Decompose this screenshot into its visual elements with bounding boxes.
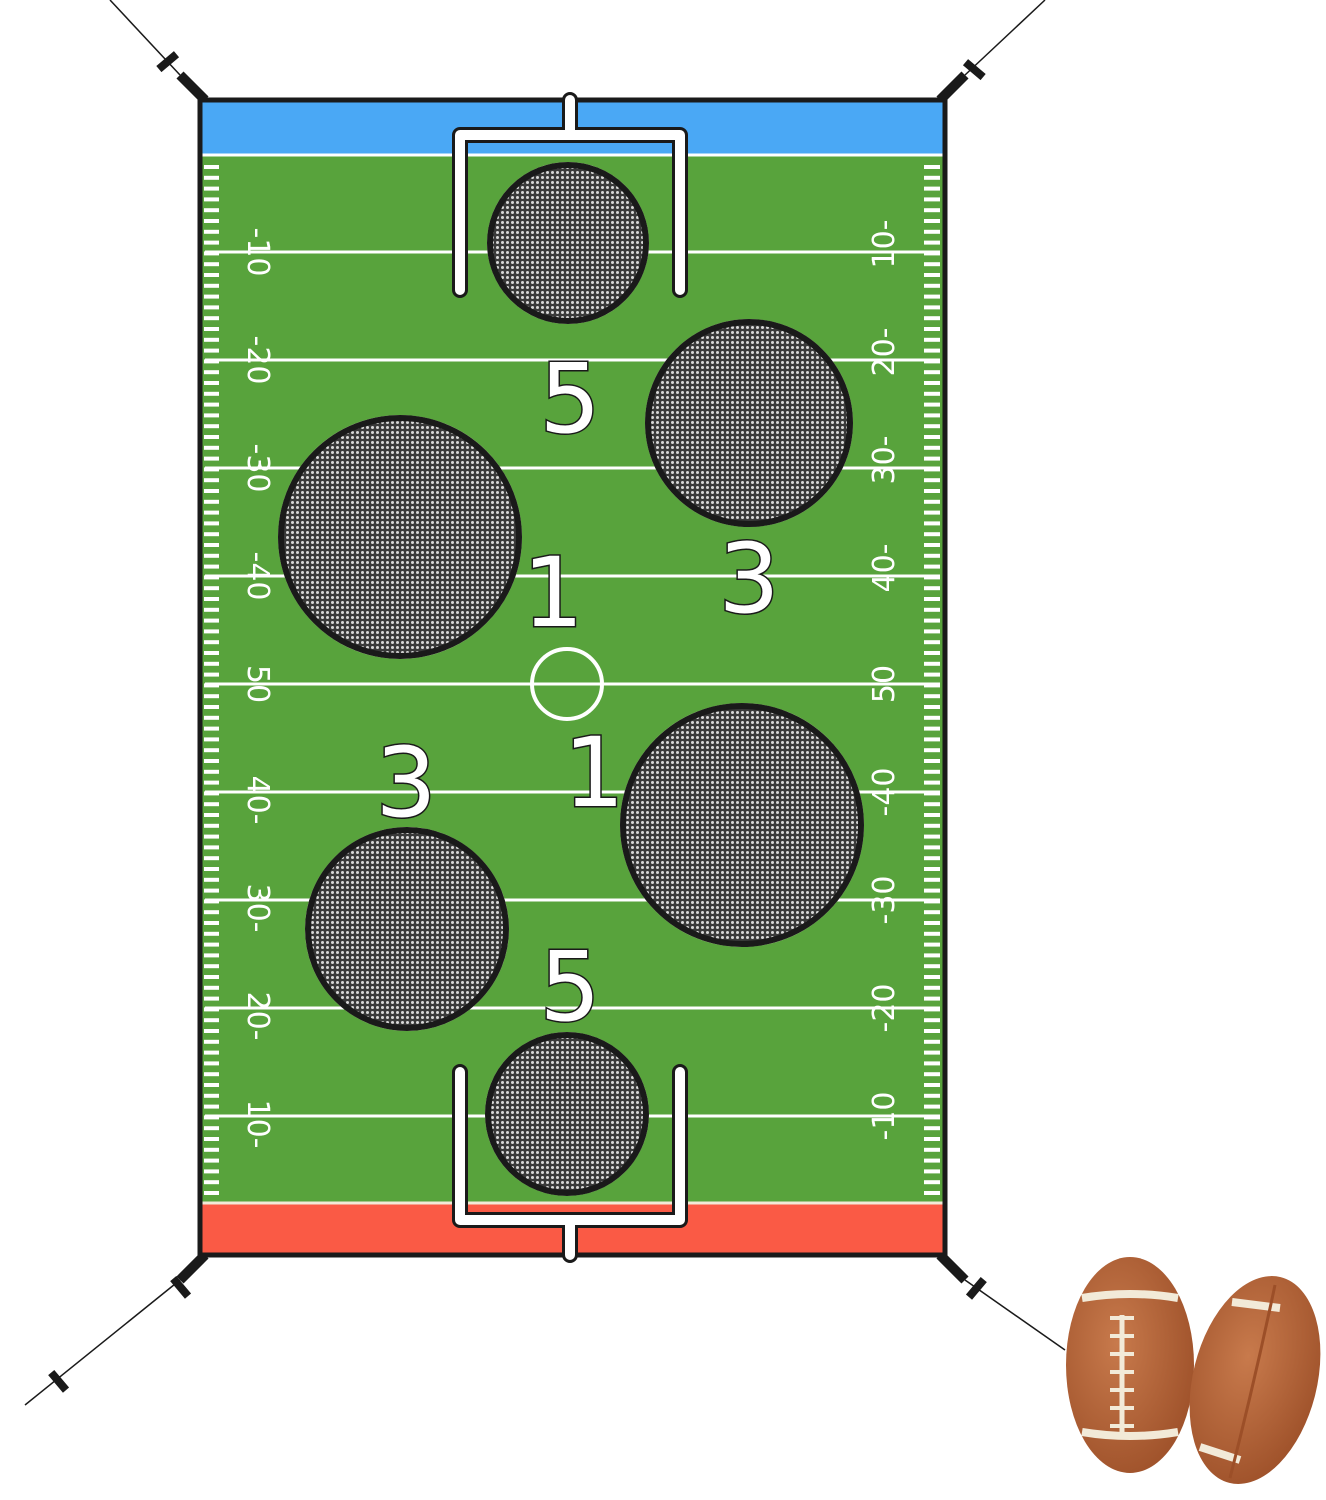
yard-number: -30	[240, 444, 275, 493]
target-hole-top-goal[interactable]	[487, 162, 649, 324]
yard-number: 40-	[867, 544, 902, 593]
yard-number: -20	[240, 336, 275, 385]
points-label-bottom-goal: 5	[539, 931, 600, 1043]
hash-marks-right	[924, 165, 940, 1195]
corner-cords	[24, 0, 1066, 1406]
points-label-upper-left: 1	[522, 537, 583, 649]
yard-number: -40	[867, 768, 902, 817]
points-label-upper-right: 3	[718, 523, 779, 635]
target-hole-lower-left[interactable]	[305, 827, 509, 1031]
center-circle	[530, 647, 604, 721]
yard-number: 40-	[240, 776, 275, 825]
football-icon	[1189, 1276, 1321, 1484]
yard-number: 30-	[867, 436, 902, 485]
yard-number: 10-	[867, 220, 902, 269]
yard-number: -30	[867, 876, 902, 925]
bottom-goalpost	[452, 1064, 688, 1263]
yard-number: -10	[867, 1092, 902, 1141]
yard-numbers-right: 10- 20- 30- 40- 50 -40 -30 -20 -10	[867, 220, 902, 1141]
target-hole-lower-right[interactable]	[620, 703, 864, 947]
target-holes	[278, 162, 864, 1196]
yard-number: -10	[240, 228, 275, 277]
yard-number: 30-	[240, 884, 275, 933]
yard-number: -20	[867, 984, 902, 1033]
target-hole-upper-right[interactable]	[645, 319, 853, 527]
yard-number: 50	[240, 665, 275, 703]
yard-number: 20-	[240, 992, 275, 1041]
points-label-lower-left: 3	[375, 727, 436, 839]
yard-number: 20-	[867, 328, 902, 377]
football-icon	[1066, 1257, 1194, 1473]
yard-numbers-left: -10 -20 -30 -40 50 40- 30- 20- 10-	[240, 228, 275, 1149]
point-labels: 5 3 1 1 3 5	[374, 342, 781, 1045]
points-label-top-goal: 5	[539, 343, 600, 455]
points-label-lower-right: 1	[563, 717, 624, 829]
top-goalpost	[452, 92, 688, 298]
target-hole-upper-left[interactable]	[278, 415, 522, 659]
footballs	[1066, 1257, 1321, 1484]
yard-number: 10-	[240, 1100, 275, 1149]
yard-number: 50	[867, 665, 902, 703]
target-hole-bottom-goal[interactable]	[485, 1032, 649, 1196]
yard-number: -40	[240, 552, 275, 601]
hash-marks-left	[204, 165, 219, 1195]
